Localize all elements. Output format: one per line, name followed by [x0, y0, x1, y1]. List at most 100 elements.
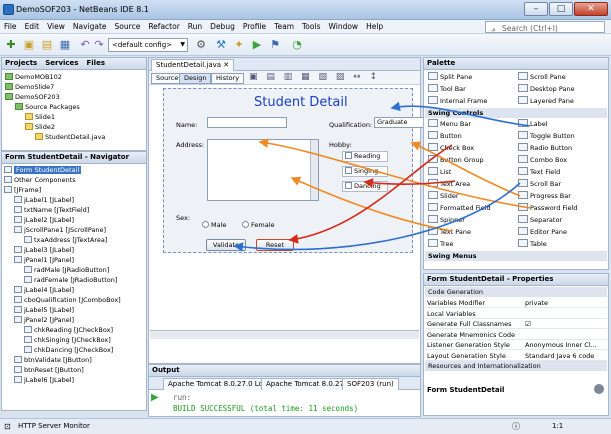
palette-item[interactable]: Combo Box: [518, 155, 567, 166]
navigator-tree-item[interactable]: btnValidate [JButton]: [4, 355, 146, 365]
history-view-button[interactable]: History: [211, 73, 245, 84]
property-row[interactable]: Generate Mnemonics Code: [425, 330, 607, 340]
palette-item[interactable]: Editor Pane: [518, 227, 567, 238]
palette-item[interactable]: Text Area: [428, 179, 470, 190]
navigator-tree-item[interactable]: jLabel6 [JLabel]: [4, 375, 146, 385]
navigator-tree-item[interactable]: jLabel3 [JLabel]: [4, 245, 146, 255]
save-all-icon[interactable]: ▦: [59, 38, 71, 51]
palette-item[interactable]: Table: [518, 239, 547, 250]
navigator-tree-item[interactable]: jPanel2 [JPanel]: [4, 315, 146, 325]
navigator-tree-item[interactable]: jPanel1 [JPanel]: [4, 255, 146, 265]
editor-hscrollbar[interactable]: [150, 330, 419, 339]
close-button[interactable]: ✕: [574, 2, 608, 16]
palette-item[interactable]: Separator: [518, 215, 562, 226]
menu-edit[interactable]: Edit: [24, 22, 40, 31]
singing-checkbox[interactable]: Singing: [342, 166, 388, 177]
code-generation-section[interactable]: Code Generation: [425, 287, 607, 297]
palette-item[interactable]: Internal Frame: [428, 96, 487, 107]
tab-files[interactable]: Files: [86, 59, 105, 67]
build-config-icon[interactable]: ⚙: [196, 38, 206, 51]
male-radio[interactable]: Male: [202, 221, 226, 229]
palette-item[interactable]: Tool Bar: [428, 84, 466, 95]
form-canvas[interactable]: Student Detail Name: Qualification: Grad…: [163, 88, 436, 253]
project-tree-item[interactable]: DemoSOF203: [5, 92, 146, 102]
address-scrollbar[interactable]: [310, 140, 318, 200]
project-tree-item[interactable]: StudentDetail.java: [5, 132, 146, 142]
notification-icon[interactable]: ⓘ: [512, 422, 520, 431]
palette-item[interactable]: Radio Button: [518, 143, 572, 154]
swing-controls-section[interactable]: Swing Controls: [425, 108, 607, 118]
project-tree-item[interactable]: Slide2: [5, 122, 146, 132]
tab-studentdetail-java[interactable]: StudentDetail.java ✕: [151, 59, 235, 71]
help-icon[interactable]: [594, 384, 604, 394]
navigator-tree-item[interactable]: jScrollPane1 [JScrollPane]: [4, 225, 146, 235]
search-input[interactable]: ⌕Search (Ctrl+I): [485, 21, 605, 34]
design-view-button[interactable]: Design: [179, 73, 212, 84]
tab-projects[interactable]: Projects: [5, 59, 38, 67]
palette-item[interactable]: Formatted Field: [428, 203, 491, 214]
clean-build-icon[interactable]: ⚒: [216, 38, 226, 51]
address-textarea[interactable]: [207, 139, 319, 201]
reset-button[interactable]: Reset: [256, 239, 294, 251]
palette-item[interactable]: Progress Bar: [518, 191, 571, 202]
palette-item[interactable]: Desktop Pane: [518, 84, 575, 95]
tab-sof203-run[interactable]: SOF203 (run): [342, 378, 399, 390]
build-icon[interactable]: ✦: [234, 38, 244, 51]
property-value[interactable]: ☑: [525, 320, 531, 328]
palette-item[interactable]: Layered Pane: [518, 96, 574, 107]
palette-item[interactable]: Menu Bar: [428, 119, 471, 130]
minimize-button[interactable]: –: [524, 2, 548, 16]
redo-icon[interactable]: ↷: [94, 38, 104, 51]
rerun-icon[interactable]: ▶: [151, 392, 159, 403]
dancing-checkbox[interactable]: Dancing: [342, 181, 388, 192]
navigator-tree-item[interactable]: cboQualification [JComboBox]: [4, 295, 146, 305]
project-tree-item[interactable]: Slide1: [5, 112, 146, 122]
config-select[interactable]: <default config>▼: [108, 38, 188, 52]
navigator-tree-item[interactable]: jLabel1 [JLabel]: [4, 195, 146, 205]
http-monitor-label[interactable]: HTTP Server Monitor: [18, 422, 90, 430]
property-value[interactable]: private: [525, 299, 548, 307]
reading-checkbox[interactable]: Reading: [342, 151, 388, 162]
palette-item[interactable]: Scroll Bar: [518, 179, 561, 190]
menu-profile[interactable]: Profile: [242, 22, 267, 31]
navigator-tree-item[interactable]: Form StudentDetail: [4, 165, 146, 175]
navigator-tree-item[interactable]: txtName [JTextField]: [4, 205, 146, 215]
palette-item[interactable]: Scroll Pane: [518, 72, 566, 83]
navigator-tree-item[interactable]: jLabel2 [JLabel]: [4, 215, 146, 225]
property-value[interactable]: Anonymous Inner Cl...: [525, 341, 597, 349]
navigator-tree-item[interactable]: radFemale [JRadioButton]: [4, 275, 146, 285]
project-tree-item[interactable]: DemoSlide7: [5, 82, 146, 92]
maximize-button[interactable]: □: [549, 2, 573, 16]
property-value[interactable]: Standard Java 6 code: [525, 351, 595, 360]
palette-item[interactable]: Label: [518, 119, 548, 130]
palette-item[interactable]: Text Field: [518, 167, 560, 178]
run-icon[interactable]: ▶: [252, 38, 262, 51]
property-row[interactable]: Local Variables: [425, 309, 607, 319]
navigator-tree-item[interactable]: jLabel4 [JLabel]: [4, 285, 146, 295]
undo-icon[interactable]: ↶: [80, 38, 90, 51]
swing-menus-section[interactable]: Swing Menus: [425, 251, 607, 261]
palette-item[interactable]: Tree: [428, 239, 454, 250]
new-file-icon[interactable]: ✚: [6, 38, 16, 51]
navigator-tree-item[interactable]: jLabel5 [JLabel]: [4, 305, 146, 315]
navigator-tree-item[interactable]: Other Components: [4, 175, 146, 185]
menu-team[interactable]: Team: [274, 22, 294, 31]
profile-icon[interactable]: ◔: [292, 38, 302, 51]
validate-button[interactable]: Validate: [206, 239, 246, 251]
project-tree-item[interactable]: Source Packages: [5, 102, 146, 112]
navigator-tree-item[interactable]: chkDancing [JCheckBox]: [4, 345, 146, 355]
palette-item[interactable]: Toggle Button: [518, 131, 575, 142]
palette-item[interactable]: Check Box: [428, 143, 474, 154]
name-textfield[interactable]: [207, 117, 287, 128]
palette-item[interactable]: Spinner: [428, 215, 465, 226]
navigator-tree-item[interactable]: txaAddress [JTextArea]: [4, 235, 146, 245]
resources-section[interactable]: Resources and Internationalization: [425, 361, 607, 371]
navigator-tree-item[interactable]: chkReading [JCheckBox]: [4, 325, 146, 335]
property-row[interactable]: Generate Full Classnames☑: [425, 319, 607, 329]
female-radio[interactable]: Female: [242, 221, 275, 229]
palette-item[interactable]: Slider: [428, 191, 459, 202]
new-project-icon[interactable]: ▣: [23, 38, 35, 51]
menu-source[interactable]: Source: [114, 22, 141, 31]
